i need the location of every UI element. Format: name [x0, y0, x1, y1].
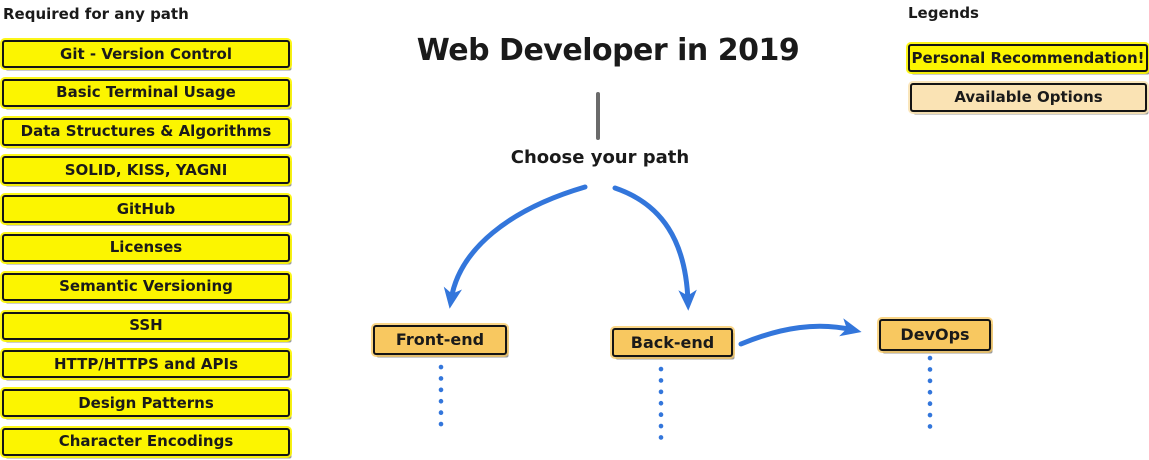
- path-box-devops: DevOps: [879, 319, 991, 351]
- required-item-http-https-apis: HTTP/HTTPS and APIs: [2, 350, 290, 379]
- path-box-backend: Back-end: [612, 328, 733, 357]
- required-item-git-version-control: Git - Version Control: [2, 40, 290, 68]
- arrow-to-backend: [612, 185, 697, 311]
- arrow-backend-to-devops: [738, 318, 862, 347]
- path-box-frontend: Front-end: [373, 325, 507, 355]
- legend-section-title: Legends: [908, 4, 979, 22]
- legend-item-available-options: Available Options: [910, 83, 1147, 112]
- required-item-licenses: Licenses: [2, 233, 290, 262]
- required-section-title: Required for any path: [3, 5, 189, 23]
- required-list: Git - Version Control Basic Terminal Usa…: [2, 40, 290, 456]
- arrow-to-frontend: [443, 184, 588, 309]
- required-item-design-patterns: Design Patterns: [2, 389, 290, 418]
- required-item-basic-terminal-usage: Basic Terminal Usage: [2, 78, 290, 107]
- required-item-semantic-versioning: Semantic Versioning: [2, 272, 290, 301]
- required-item-character-encodings: Character Encodings: [2, 427, 290, 456]
- required-item-data-structures-algorithms: Data Structures & Algorithms: [2, 117, 290, 146]
- required-item-solid-kiss-yagni: SOLID, KISS, YAGNI: [2, 156, 290, 185]
- required-item-github: GitHub: [2, 195, 290, 224]
- page-title: Web Developer in 2019: [416, 33, 800, 68]
- choose-your-path-label: Choose your path: [510, 147, 690, 168]
- legend-item-personal-recommendation: Personal Recommendation!: [908, 44, 1148, 72]
- required-item-ssh: SSH: [2, 311, 290, 340]
- stem-line: [596, 92, 600, 140]
